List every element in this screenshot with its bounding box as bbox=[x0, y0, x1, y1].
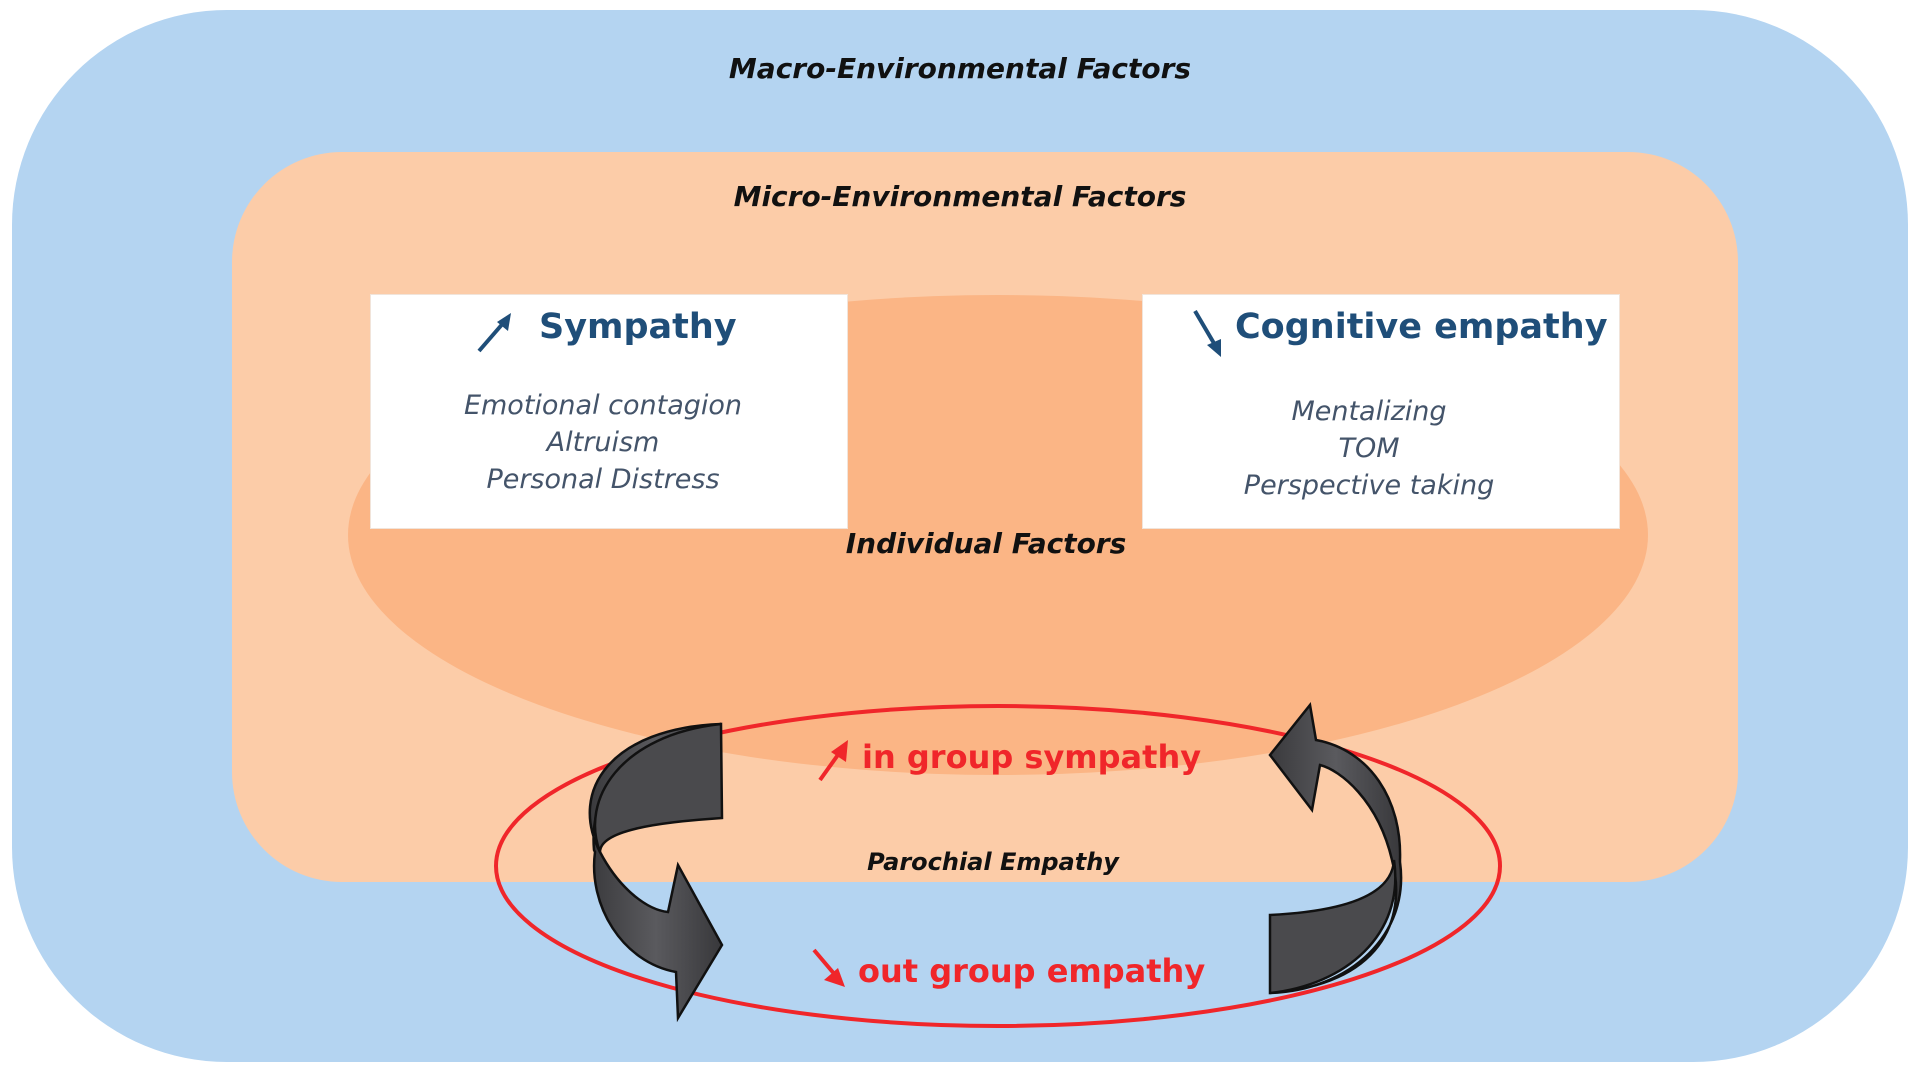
cognitive-empathy-box: Cognitive empathy Mentalizing TOM Perspe… bbox=[1142, 294, 1620, 529]
macro-environment-title: Macro-Environmental Factors bbox=[728, 52, 1192, 85]
parochial-empathy-ring bbox=[494, 704, 1502, 1028]
out-group-down-arrow-icon bbox=[812, 948, 845, 987]
parochial-empathy-title: Parochial Empathy bbox=[867, 848, 1119, 876]
sympathy-item: Altruism bbox=[546, 427, 660, 458]
cognitive-item: Perspective taking bbox=[1243, 470, 1495, 501]
in-group-up-arrow-icon bbox=[818, 740, 848, 782]
left-cycle-arrow-body bbox=[593, 722, 724, 853]
sympathy-heading: Sympathy bbox=[539, 307, 737, 347]
micro-environment-title: Micro-Environmental Factors bbox=[733, 180, 1187, 213]
out-group-empathy-label: out group empathy bbox=[858, 952, 1206, 990]
right-cycle-arrow-icon bbox=[1268, 702, 1403, 995]
arrow-up-right-icon bbox=[477, 313, 511, 353]
in-group-sympathy-label: in group sympathy bbox=[862, 738, 1202, 776]
sympathy-item: Personal Distress bbox=[486, 464, 720, 495]
sympathy-box: Sympathy Emotional contagion Altruism Pe… bbox=[370, 294, 848, 529]
right-cycle-arrow-body bbox=[1268, 859, 1397, 995]
arrow-down-right-icon bbox=[1193, 309, 1221, 357]
sympathy-item: Emotional contagion bbox=[463, 390, 743, 421]
cognitive-item: Mentalizing bbox=[1291, 396, 1447, 427]
sympathy-items: Emotional contagion Altruism Personal Di… bbox=[365, 387, 841, 498]
cognitive-empathy-heading: Cognitive empathy bbox=[1235, 307, 1608, 347]
individual-factors-title: Individual Factors bbox=[845, 527, 1127, 560]
cognitive-item: TOM bbox=[1338, 433, 1400, 464]
cognitive-empathy-items: Mentalizing TOM Perspective taking bbox=[1131, 393, 1607, 504]
